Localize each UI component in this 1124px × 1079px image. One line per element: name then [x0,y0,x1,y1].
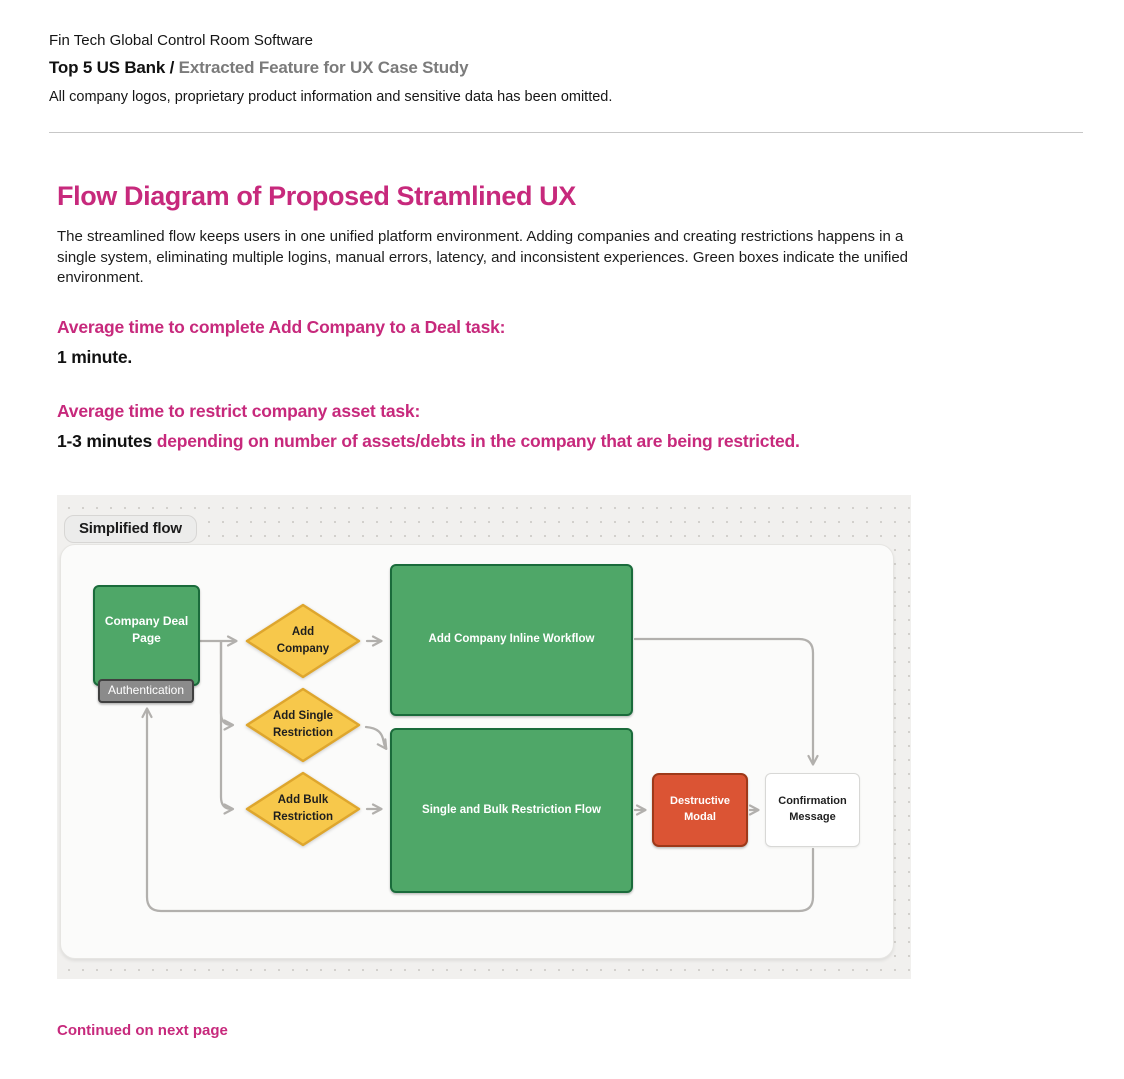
node-add-company-label: Add Company [276,625,330,655]
node-company-deal-page-label: Company Deal Page [104,613,189,645]
node-add-single-restriction-decision: Add Single Restriction [244,686,362,764]
section-title: Flow Diagram of Proposed Stramlined UX [57,181,576,211]
diamond-shape [245,687,361,762]
metric-restrict-asset-label: Average time to restrict company asset t… [57,400,421,421]
node-authentication-badge: Authentication [98,678,194,703]
metric-add-company-value: 1 minute. [57,346,133,367]
breadcrumb-primary: Top 5 US Bank / [49,58,175,77]
disclaimer-text: All company logos, proprietary product i… [49,89,613,105]
node-add-bulk-restriction-label: Add Bulk Restriction [272,793,334,823]
metric-restrict-asset: Average time to restrict company asset t… [57,401,1124,452]
diagram-label: Simplified flow [64,514,197,543]
node-single-bulk-restriction-flow-label: Single and Bulk Restriction Flow [422,803,601,816]
node-destructive-modal: Destructive Modal [652,772,748,847]
node-add-company-inline-workflow-label: Add Company Inline Workflow [428,633,595,646]
product-name: Fin Tech Global Control Room Software [49,32,314,49]
header-divider [49,132,1083,133]
node-add-single-restriction-label: Add Single Restriction [272,709,334,739]
node-company-deal-page: Company Deal Page [93,584,200,686]
node-add-company-decision: Add Company [244,602,362,680]
node-confirmation-message: Confirmation Message [765,772,860,847]
metric-restrict-asset-note: depending on number of assets/debts in t… [152,430,800,451]
node-single-bulk-restriction-flow: Single and Bulk Restriction Flow [390,727,633,893]
metric-add-company: Average time to complete Add Company to … [57,317,1124,368]
diamond-shape [245,771,361,846]
node-add-company-inline-workflow: Add Company Inline Workflow [390,563,633,716]
diamond-shape [245,603,361,678]
metric-restrict-asset-duration: 1-3 minutes [57,430,153,451]
breadcrumb: Top 5 US Bank / Extracted Feature for UX… [49,58,1124,78]
metric-add-company-label: Average time to complete Add Company to … [57,316,506,337]
node-authentication-label: Authentication [107,682,185,697]
flow-diagram: Simplified flow Company Deal Page Authen… [57,494,911,979]
flow-section: Flow Diagram of Proposed Stramlined UX T… [49,181,1124,1039]
node-destructive-modal-label: Destructive Modal [670,794,730,823]
section-description: The streamlined flow keeps users in one … [57,228,909,286]
continued-note: Continued on next page [57,1021,228,1039]
node-add-bulk-restriction-decision: Add Bulk Restriction [244,770,362,848]
breadcrumb-secondary: Extracted Feature for UX Case Study [174,58,469,77]
node-confirmation-message-label: Confirmation Message [778,794,847,823]
metric-restrict-asset-value: 1-3 minutes depending on number of asset… [57,431,1124,452]
